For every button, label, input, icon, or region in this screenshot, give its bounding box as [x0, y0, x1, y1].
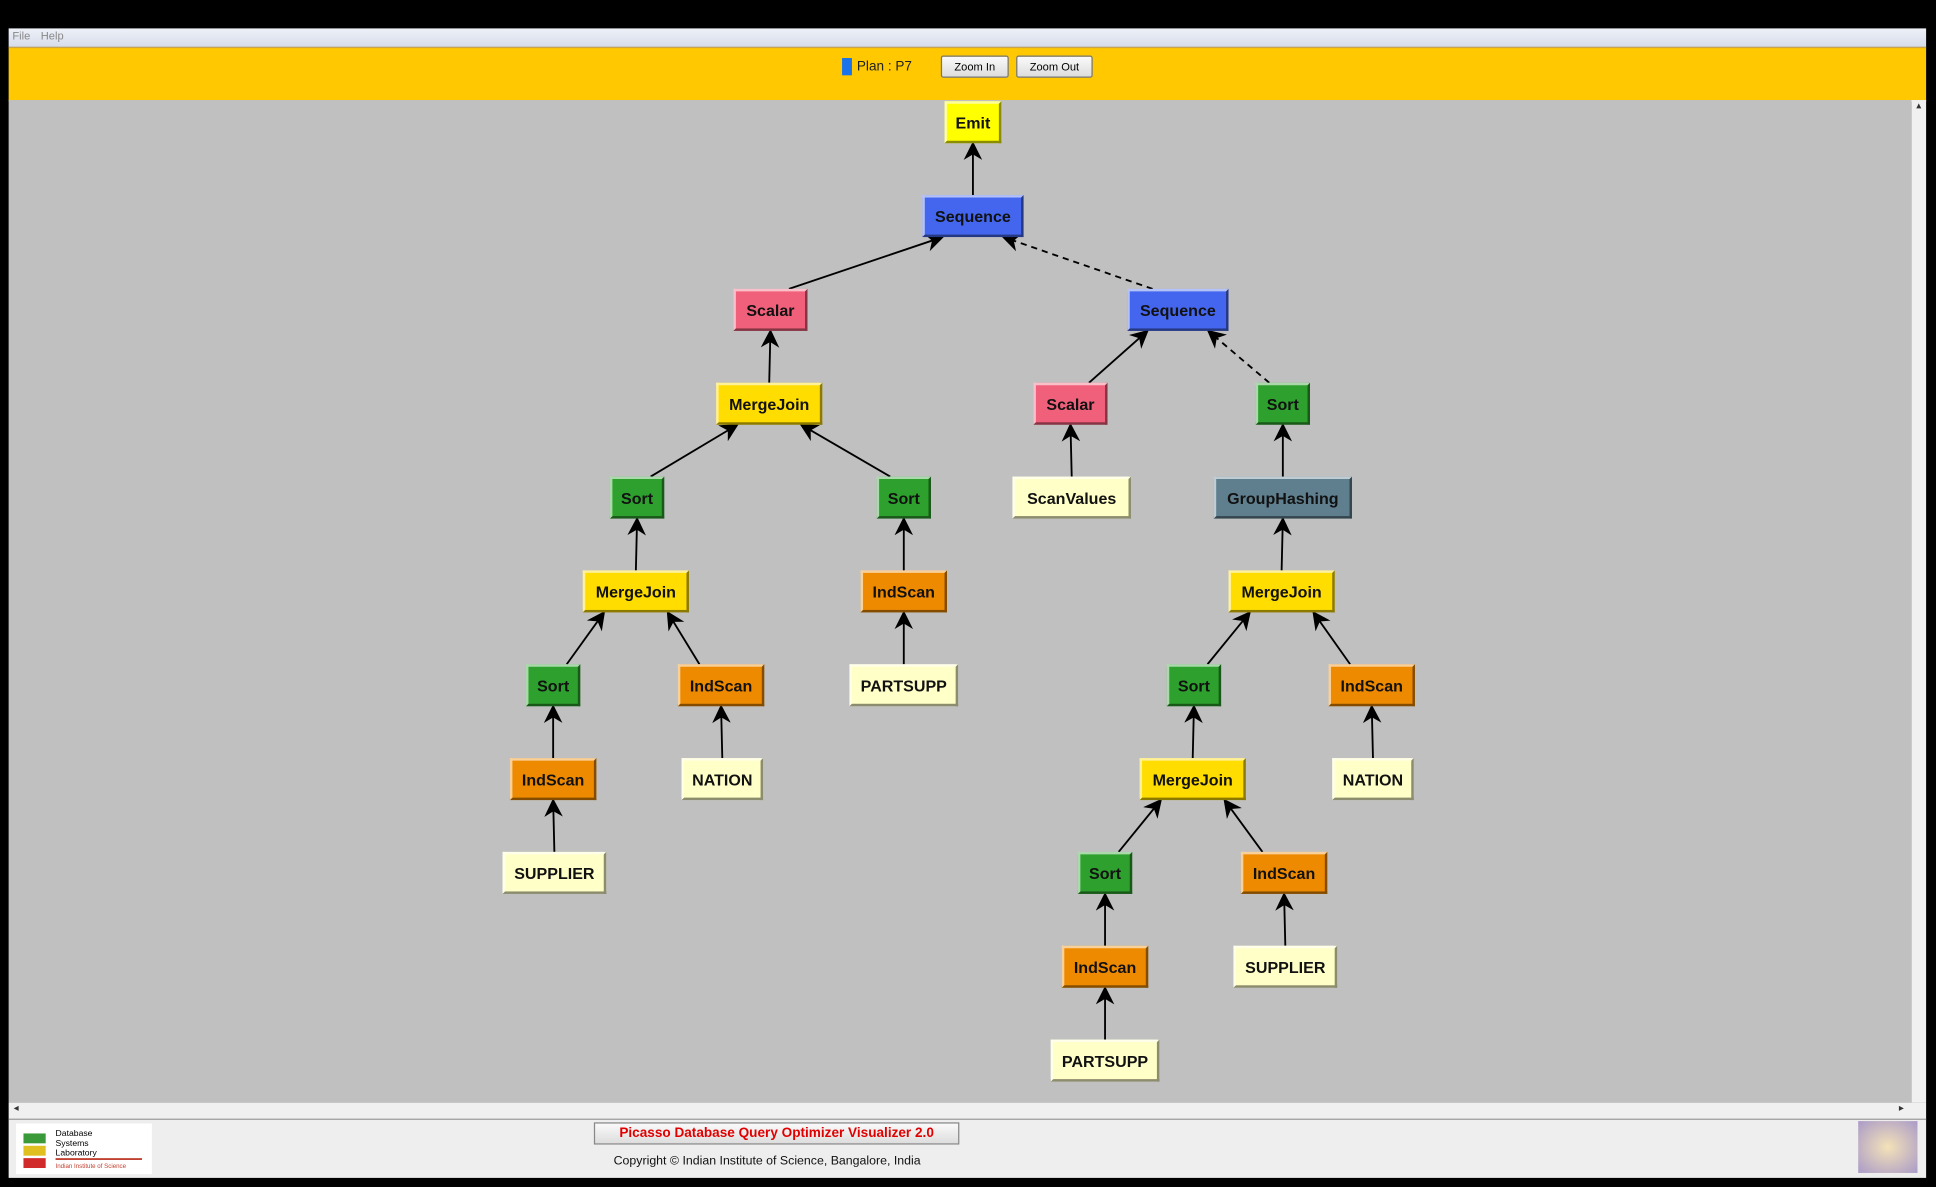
svg-text:Laboratory: Laboratory — [56, 1148, 98, 1158]
plan-edge — [1206, 329, 1270, 384]
plan-node-sort[interactable]: Sort — [1166, 664, 1222, 707]
plan-edge — [1061, 422, 1081, 477]
plan-edge — [1275, 892, 1294, 946]
plan-node-sequence[interactable]: Sequence — [1127, 288, 1229, 331]
plan-node-partsupp[interactable]: PARTSUPP — [1050, 1039, 1160, 1082]
plan-node-mergejoin[interactable]: MergeJoin — [582, 570, 689, 613]
iisc-emblem — [1858, 1121, 1918, 1173]
plan-node-sequence[interactable]: Sequence — [922, 195, 1024, 238]
svg-text:Systems: Systems — [56, 1138, 89, 1148]
plan-edge — [760, 329, 780, 383]
horizontal-scrollbar[interactable]: ◂▸ — [8, 1102, 1927, 1120]
plan-node-scalar[interactable]: Scalar — [733, 288, 808, 331]
plan-node-mergejoin[interactable]: MergeJoin — [1228, 570, 1335, 613]
plan-node-indscan[interactable]: IndScan — [1061, 945, 1149, 988]
plan-node-nation[interactable]: NATION — [681, 758, 764, 801]
plan-edge — [1088, 329, 1149, 384]
plan-node-indscan[interactable]: IndScan — [677, 664, 765, 707]
plan-node-supplier[interactable]: SUPPLIER — [502, 851, 607, 894]
toolbar: Plan : P7 Zoom In Zoom Out — [8, 46, 1927, 102]
plan-node-partsupp[interactable]: PARTSUPP — [849, 664, 959, 707]
plan-node-emit[interactable]: Emit — [944, 101, 1002, 144]
plan-node-sort[interactable]: Sort — [525, 664, 581, 707]
plan-edge — [712, 704, 731, 759]
plan-node-supplier[interactable]: SUPPLIER — [1233, 945, 1338, 988]
plan-indicator: Plan : P7 — [842, 58, 912, 76]
plan-edge — [627, 516, 646, 571]
zoom-in-button[interactable]: Zoom In — [940, 55, 1009, 78]
plan-node-nation[interactable]: NATION — [1332, 758, 1414, 801]
plan-node-indscan[interactable]: IndScan — [1240, 851, 1328, 894]
copyright-text: Copyright © Indian Institute of Science,… — [613, 1154, 921, 1169]
plan-edge — [1184, 704, 1203, 759]
app-title-button[interactable]: Picasso Database Query Optimizer Visuali… — [593, 1122, 960, 1145]
plan-node-sort[interactable]: Sort — [609, 476, 665, 519]
plan-edge — [1206, 610, 1251, 665]
plan-edge — [666, 610, 701, 665]
plan-edge — [1273, 516, 1292, 571]
plan-node-mergejoin[interactable]: MergeJoin — [1139, 758, 1246, 801]
plan-node-indscan[interactable]: IndScan — [509, 758, 597, 801]
vertical-scrollbar[interactable]: ▴ — [1911, 100, 1927, 1103]
plan-edge — [1001, 233, 1153, 290]
plan-label: Plan : P7 — [856, 59, 912, 75]
plan-edge — [1362, 704, 1382, 759]
plan-node-mergejoin[interactable]: MergeJoin — [716, 382, 823, 425]
plan-edge — [1117, 798, 1163, 853]
plan-edge — [788, 233, 945, 290]
plan-edge — [1312, 610, 1351, 665]
zoom-out-button[interactable]: Zoom Out — [1016, 55, 1093, 78]
plan-edge — [565, 610, 606, 665]
plan-node-indscan[interactable]: IndScan — [860, 570, 948, 613]
menu-help[interactable]: Help — [40, 29, 64, 42]
plan-node-indscan[interactable]: IndScan — [1328, 664, 1415, 707]
plan-edge — [650, 423, 739, 478]
plan-node-scanvalues[interactable]: ScanValues — [1012, 476, 1131, 519]
plan-edges — [543, 141, 1382, 1040]
svg-text:Indian Institute of Science: Indian Institute of Science — [56, 1163, 127, 1170]
plan-edge — [1223, 798, 1264, 853]
plan-node-sort[interactable]: Sort — [1077, 851, 1133, 894]
plan-node-sort[interactable]: Sort — [876, 476, 931, 519]
plan-node-grouphashing[interactable]: GroupHashing — [1213, 476, 1352, 519]
plan-node-scalar[interactable]: Scalar — [1033, 382, 1108, 425]
plan-node-sort[interactable]: Sort — [1255, 382, 1311, 425]
plan-edge — [799, 423, 891, 478]
menu-file[interactable]: File — [12, 29, 31, 42]
svg-text:Database: Database — [56, 1128, 93, 1138]
menu-bar: File Help — [8, 28, 1927, 47]
plan-edge — [544, 798, 563, 852]
plan-color-swatch — [842, 58, 852, 76]
